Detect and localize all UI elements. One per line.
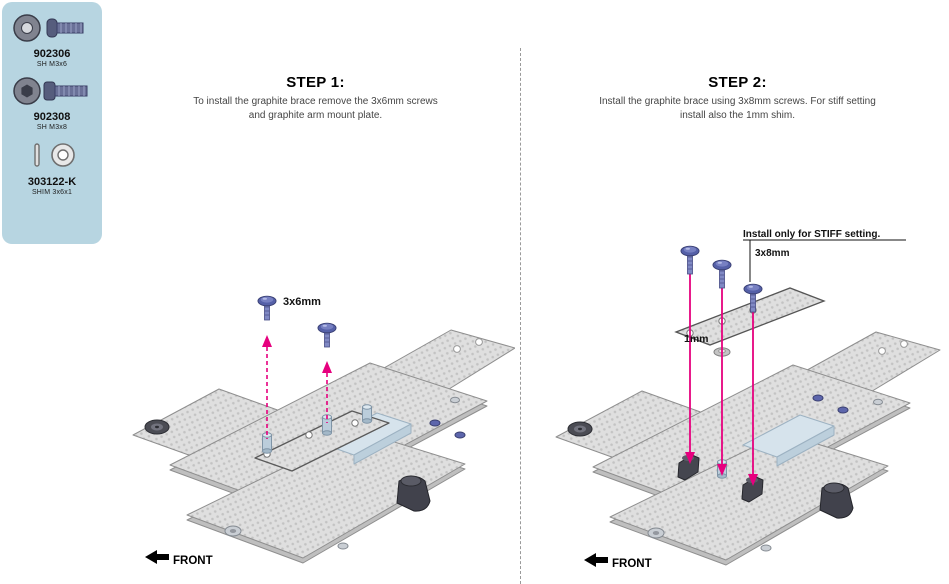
button-head-screw-3x6-icon: [13, 14, 84, 42]
front-label: FRONT: [612, 558, 652, 570]
stiff-note-label: Install only for STIFF setting.: [743, 229, 880, 240]
shim-washer-icon: [34, 143, 75, 167]
step-1-title: STEP 1:: [286, 74, 345, 91]
front-label: FRONT: [173, 555, 213, 567]
screw-size-label: 3x8mm: [755, 248, 790, 259]
part-number: 303122-K: [27, 176, 77, 189]
removal-arrows: [262, 335, 332, 439]
install-arrows: [685, 270, 758, 486]
screw-3x6-icon: [317, 322, 337, 348]
part-description: SHIM 3x6x1: [31, 189, 73, 197]
step-1-text-line2: and graphite arm mount plate.: [248, 110, 383, 121]
part-item-902308: 902308 SH M3x8: [11, 73, 93, 131]
front-arrow-icon: [145, 550, 169, 564]
step-2-text: Install the graphite brace using 3x8mm s…: [540, 95, 935, 123]
standoff-posts: [262, 404, 372, 454]
arrow-down-icon: [717, 464, 727, 476]
arrow-up-icon: [322, 361, 332, 373]
step-divider: [520, 48, 521, 584]
arrow-up-icon: [262, 335, 272, 347]
arrow-down-icon: [748, 474, 758, 486]
step-1-illustration: 3x6mm FRONT: [132, 295, 515, 567]
step-1-text-line1: To install the graphite brace remove the…: [193, 96, 438, 107]
step-1-text: To install the graphite brace remove the…: [118, 95, 513, 123]
arm-mount-clamps: [677, 454, 764, 503]
step-2-text-line1: Install the graphite brace using 3x8mm s…: [599, 96, 876, 107]
parts-sidebar: 902306 SH M3x6 902308 SH M3x8: [2, 2, 102, 244]
front-indicator: FRONT: [145, 550, 213, 567]
button-head-screw-3x8-icon: [13, 77, 88, 105]
screw-3x8-icon: [680, 245, 700, 275]
part-description: SH M3x8: [36, 124, 68, 132]
step-2-illustration: Install only for STIFF setting. 3x8mm 1m…: [555, 229, 941, 570]
step-2-title: STEP 2:: [708, 74, 767, 91]
step-2-text-line2: install also the 1mm shim.: [679, 110, 796, 121]
part-item-902306: 902306 SH M3x6: [11, 10, 93, 68]
stiff-setting-callout: Install only for STIFF setting. 3x8mm: [743, 229, 906, 282]
chassis-assembly: [555, 331, 941, 566]
chassis-assembly: [132, 329, 515, 564]
screw-size-label: 3x6mm: [283, 296, 321, 308]
arrow-down-icon: [685, 452, 695, 464]
part-number: 902306: [33, 48, 71, 60]
step-1-heading: STEP 1: To install the graphite brace re…: [118, 74, 513, 123]
front-indicator: FRONT: [584, 553, 652, 570]
screw-3x8-icon: [712, 259, 732, 289]
front-arrow-icon: [584, 553, 608, 567]
part-description: SH M3x6: [36, 61, 68, 69]
step-2-heading: STEP 2: Install the graphite brace using…: [540, 74, 935, 123]
shim-size-label: 1mm: [684, 333, 709, 345]
part-number: 902308: [33, 111, 71, 124]
screw-3x6-icon: [257, 295, 277, 321]
part-item-303122-K: 303122-K SHIM 3x6x1: [11, 136, 93, 196]
